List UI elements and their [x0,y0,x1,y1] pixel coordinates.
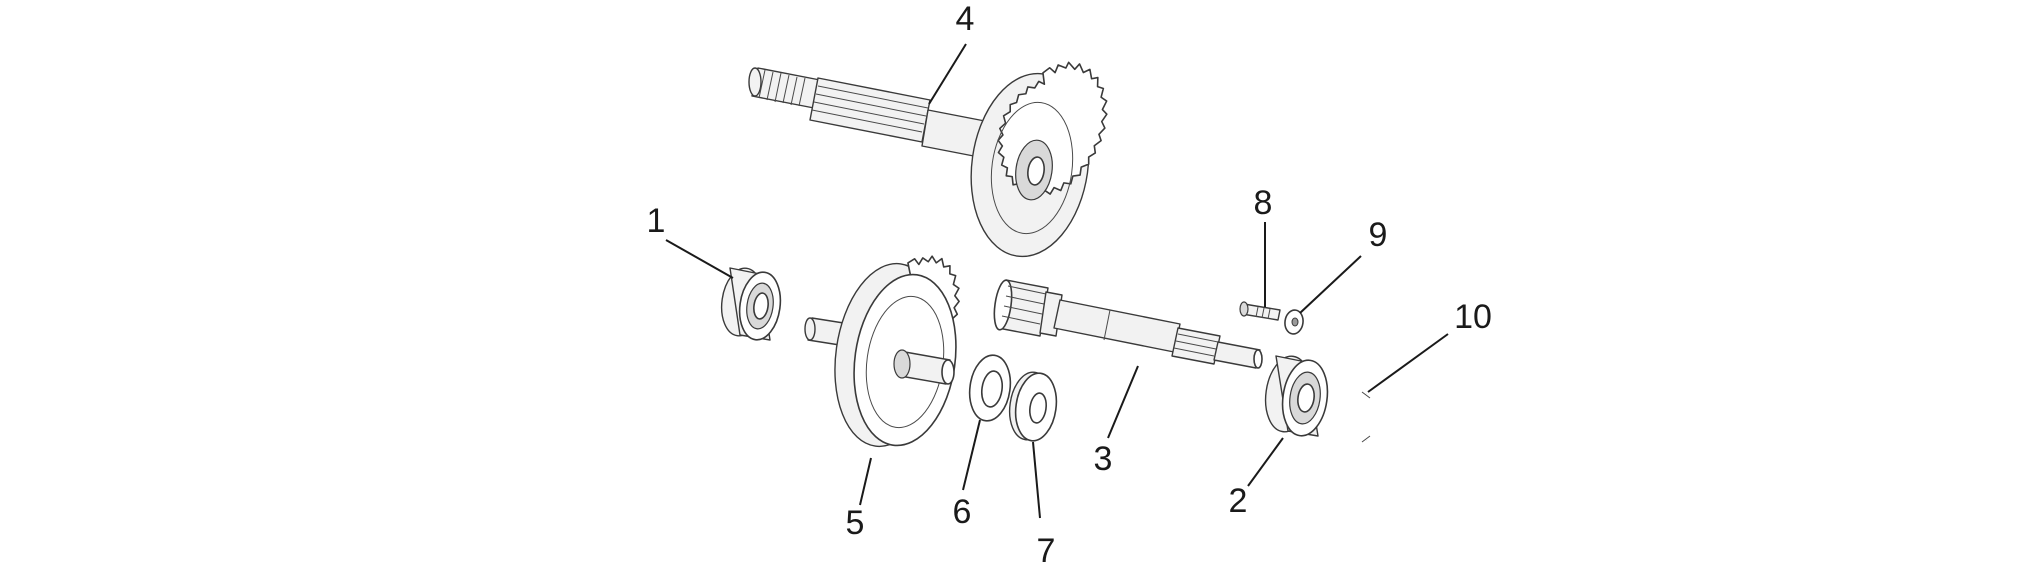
part-number-5: 5 [846,504,865,542]
part-5-gear [804,255,960,448]
leader-6 [962,419,981,491]
leader-3 [1107,365,1139,439]
part-number-2: 2 [1229,482,1248,520]
part-7-washer [1008,371,1058,442]
part-number-9: 9 [1369,216,1388,254]
part-6-washer [968,354,1012,422]
part-3-shaft [993,279,1263,369]
part-10-circlip [1340,390,1371,444]
part-8-bolt [1239,301,1281,321]
leader-5 [859,457,872,506]
part-1-bearing [720,267,782,341]
part-number-3: 3 [1094,440,1113,478]
part-number-7: 7 [1037,532,1056,567]
leader-9 [1299,255,1362,314]
leader-4 [928,43,967,105]
part-4-gear-wheel [970,61,1108,258]
leader-7 [1032,441,1041,519]
leader-1 [665,239,734,279]
part-number-10: 10 [1454,298,1492,336]
part-number-6: 6 [953,493,972,531]
part-4-gear-shaft [748,61,1108,258]
part-number-8: 8 [1254,184,1273,222]
leader-2 [1247,437,1284,487]
leader-10 [1367,333,1449,393]
part-9-washer [1284,309,1304,335]
part-number-4: 4 [956,0,975,38]
part-number-1: 1 [647,202,666,240]
part-2-bearing [1264,355,1329,437]
leader-lines [665,43,1449,519]
part-number-labels: 1 2 3 4 5 6 7 8 9 10 [647,0,1492,567]
